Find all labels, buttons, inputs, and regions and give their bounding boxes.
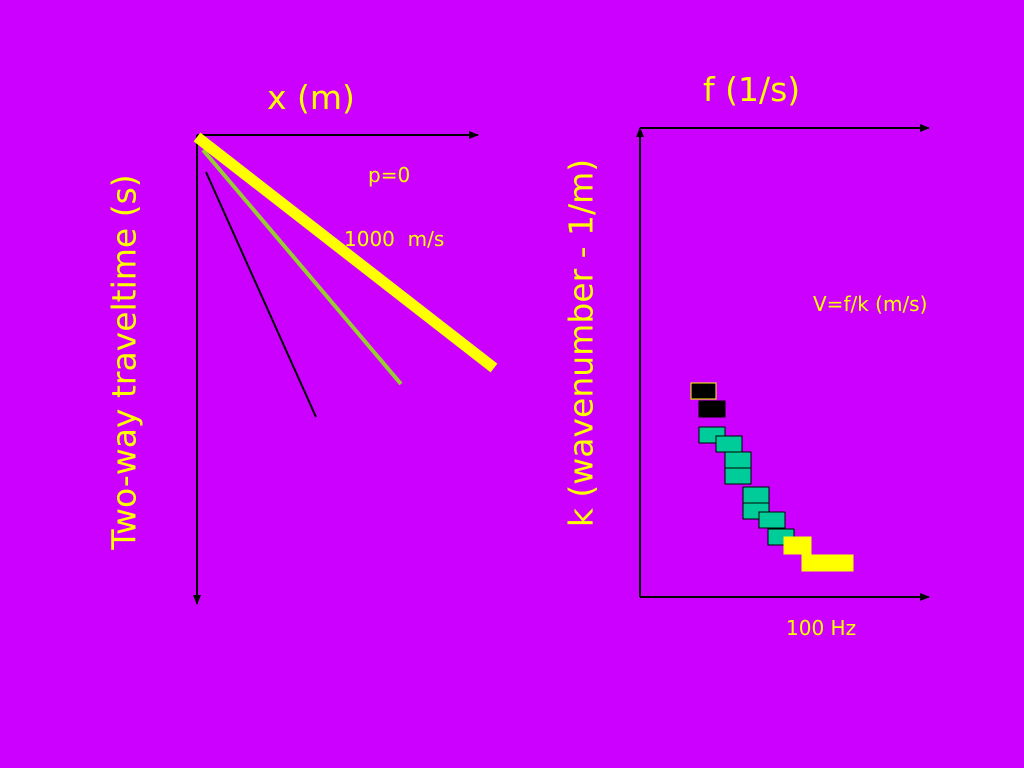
- p-label: p=0: [368, 163, 411, 187]
- black-box: [698, 400, 726, 418]
- black-event-line: [205, 171, 317, 418]
- green-event-line: [201, 148, 403, 386]
- teal-box: [758, 511, 786, 529]
- x-axis-label: x (m): [267, 78, 355, 117]
- velocity-formula: V=f/k (m/s): [813, 292, 928, 316]
- fk-boxes: [690, 382, 854, 572]
- teal-box: [742, 486, 770, 504]
- frequency-axis-label: f (1/s): [703, 70, 801, 109]
- wavenumber-axis-label: k (wavenumber - 1/m): [561, 158, 601, 528]
- frequency-100hz-label: 100 Hz: [786, 616, 857, 640]
- teal-box: [724, 451, 752, 469]
- yellow-box: [801, 554, 854, 572]
- black-box: [690, 382, 717, 400]
- velocity-label: 1000 m/s: [344, 227, 445, 251]
- teal-box: [724, 467, 752, 485]
- traveltime-axis-label: Two-way traveltime (s): [104, 174, 144, 550]
- yellow-event-line: [193, 132, 498, 373]
- teal-box: [715, 435, 743, 453]
- yellow-box: [783, 536, 812, 555]
